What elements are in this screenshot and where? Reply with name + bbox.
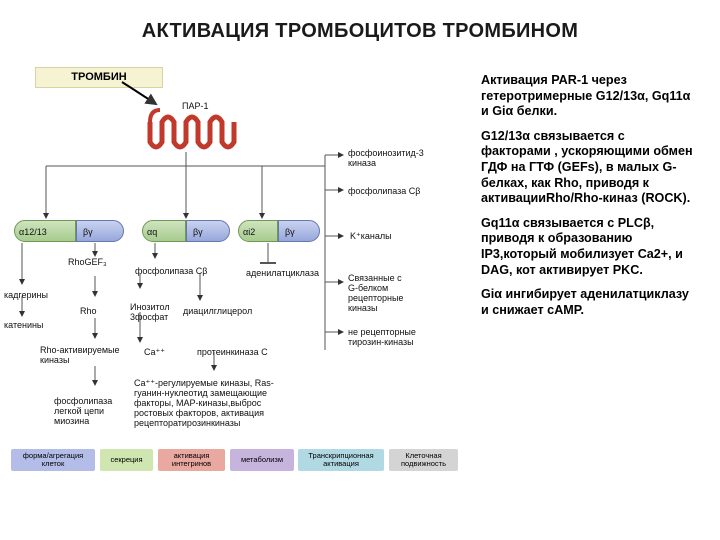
g1213-alpha-pill: α12/13 bbox=[14, 220, 76, 242]
rho-kinases-label: Rho-активируемые киназы bbox=[40, 345, 120, 365]
factors-label: Ca⁺⁺-регулируемые киназы, Ras- гуанин-ну… bbox=[134, 378, 274, 428]
gi-alpha-pill: αi2 bbox=[238, 220, 278, 242]
paragraph-4: Giα ингибирует аденилатциклазу и снижает… bbox=[481, 287, 689, 317]
ip3-label: Инозитол 3фосфат bbox=[130, 302, 170, 322]
dag-label: диацилглицерол bbox=[183, 306, 253, 316]
legend-integrins: активация интегринов bbox=[158, 449, 225, 471]
page-title: АКТИВАЦИЯ ТРОМБОЦИТОВ ТРОМБИНОМ bbox=[141, 20, 579, 42]
gi-bg-pill: βγ bbox=[278, 220, 320, 242]
thrombin-arrow bbox=[121, 81, 158, 106]
explanation-text: Активация PAR-1 через гетеротримерные G1… bbox=[481, 73, 693, 327]
g1213-bg-pill: βγ bbox=[76, 220, 124, 242]
adenylate-cyclase-label: аденилатциклаза bbox=[246, 268, 319, 278]
legend-transcription: Транскрипционная активация bbox=[298, 449, 384, 471]
gq-alpha-pill: αq bbox=[142, 220, 186, 242]
gq-bg-pill: βγ bbox=[186, 220, 230, 242]
pi3k-label: фосфоинозитид-3 киназа bbox=[348, 148, 424, 168]
thrombin-label: ТРОМБИН bbox=[35, 67, 163, 88]
pkc-label: протеинкиназа С bbox=[197, 347, 268, 357]
non-receptor-kinases-label: не рецепторные тирозин-киназы bbox=[348, 327, 416, 347]
k-channels-label: K⁺каналы bbox=[350, 231, 392, 241]
paragraph-1: Активация PAR-1 через гетеротримерные G1… bbox=[481, 73, 691, 119]
paragraph-2: G12/13α связывается с факторами , ускоря… bbox=[481, 128, 693, 206]
plcb-label: фосфолипаза Cβ bbox=[348, 186, 421, 196]
cadherins-label: кадгерины bbox=[4, 290, 48, 300]
paragraph-3: Gq11α связывается с PLCβ, приводя к обра… bbox=[481, 215, 683, 277]
pathway-diagram bbox=[19, 81, 344, 386]
catenins-label: катенины bbox=[4, 320, 44, 330]
par1-label: ПАР-1 bbox=[182, 101, 209, 111]
mlc-label: фосфолипаза легкой цепи миозина bbox=[54, 396, 113, 426]
legend-shape: форма/агрегация клеток bbox=[11, 449, 95, 471]
ca-label: Ca⁺⁺ bbox=[144, 347, 166, 357]
legend-motility: Клеточная подвижность bbox=[389, 449, 458, 471]
legend-metabolism: метаболизм bbox=[230, 449, 294, 471]
legend-secretion: секреция bbox=[100, 449, 153, 471]
plcb2-label: фосфолипаза Cβ bbox=[135, 266, 208, 276]
rho-label: Rho bbox=[80, 306, 97, 316]
g-receptor-kinases-label: Связанные с G-белком рецепторные киназы bbox=[348, 273, 404, 313]
par1-receptor-helices bbox=[147, 114, 237, 150]
rhogef-label: RhoGEF₃ bbox=[68, 257, 107, 267]
